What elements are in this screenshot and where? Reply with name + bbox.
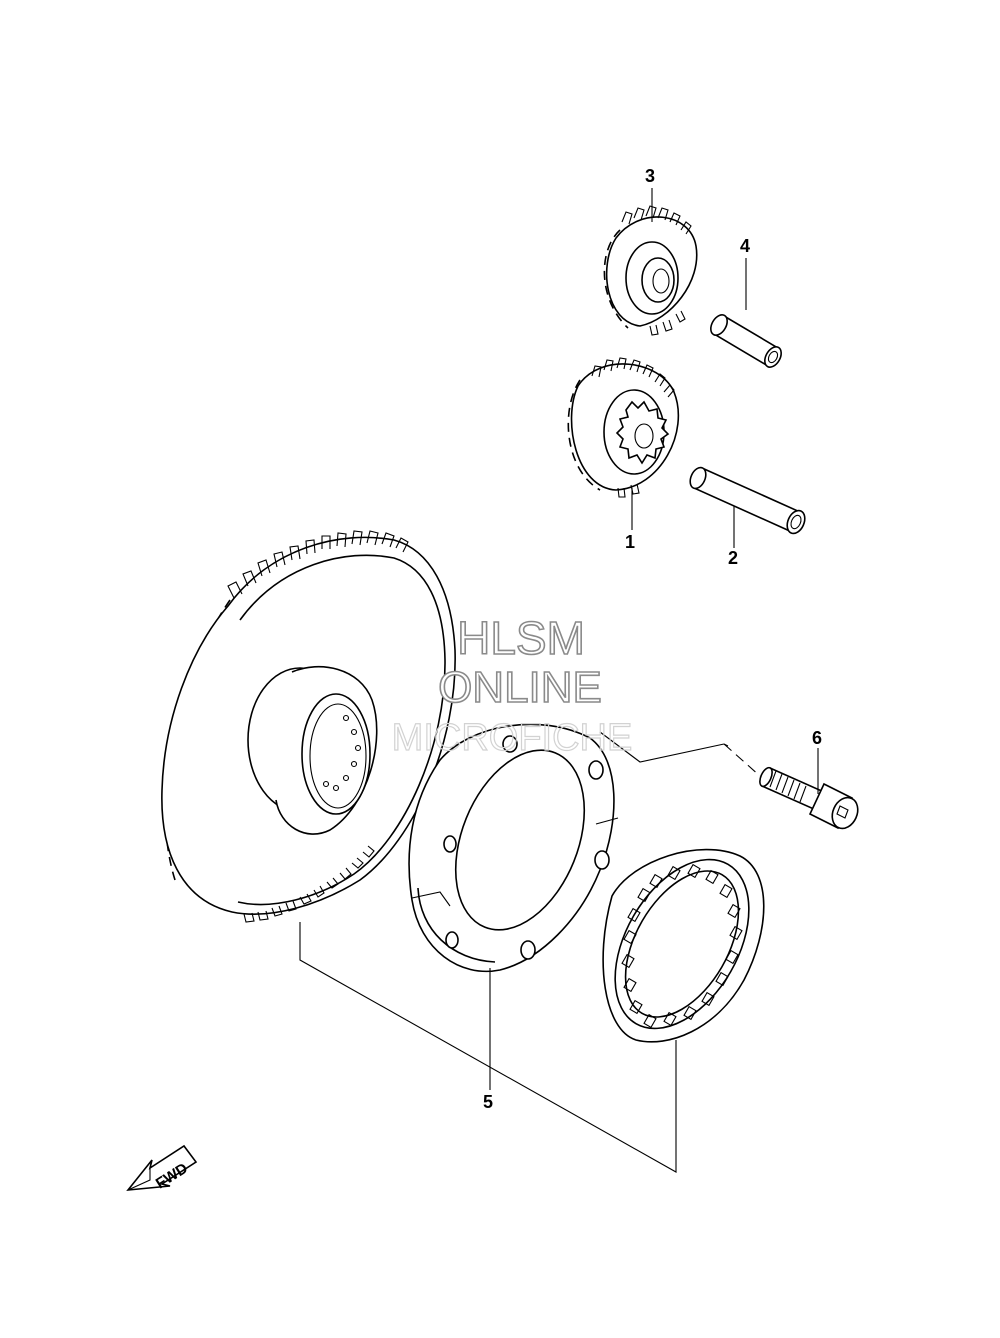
watermark-line-2: ONLINE — [438, 663, 602, 712]
starter-driven-gear[interactable] — [161, 530, 456, 923]
callout-2: 2 — [728, 548, 738, 568]
arrow-left-down-icon — [126, 1144, 198, 1191]
bearing-rollers — [621, 863, 743, 1029]
callout-4: 4 — [740, 236, 750, 256]
watermark: HLSM ONLINE MICROFICHE — [391, 611, 633, 759]
ring-gear-teeth-top — [227, 530, 409, 599]
housing-bolt-holes — [443, 735, 610, 960]
ring-gear-teeth-bottom — [243, 845, 375, 923]
callout-6: 6 — [812, 728, 822, 748]
gear-3-teeth — [621, 205, 692, 336]
part-3-idle-gear-upper[interactable] — [603, 205, 698, 336]
callout-3: 3 — [645, 166, 655, 186]
callout-labels: 3 4 1 2 6 5 — [483, 166, 822, 1112]
fwd-direction-marker: FWD — [126, 1144, 198, 1192]
one-way-clutch-bearing[interactable] — [588, 836, 777, 1051]
part-1-idle-gear-lower[interactable] — [567, 357, 680, 498]
part-2-shaft-long[interactable] — [687, 465, 808, 536]
leader-lines — [299, 188, 819, 1173]
part-4-shaft-short[interactable] — [707, 312, 784, 370]
callout-5: 5 — [483, 1092, 493, 1112]
callout-1: 1 — [625, 532, 635, 552]
watermark-line-1: HLSM — [457, 612, 585, 664]
part-6-bolt[interactable] — [757, 766, 862, 833]
gear-1-teeth — [591, 357, 675, 498]
watermark-line-3: MICROFICHE — [392, 717, 633, 759]
hub-bolt-holes — [322, 714, 362, 792]
starter-clutch-housing[interactable] — [408, 723, 619, 973]
